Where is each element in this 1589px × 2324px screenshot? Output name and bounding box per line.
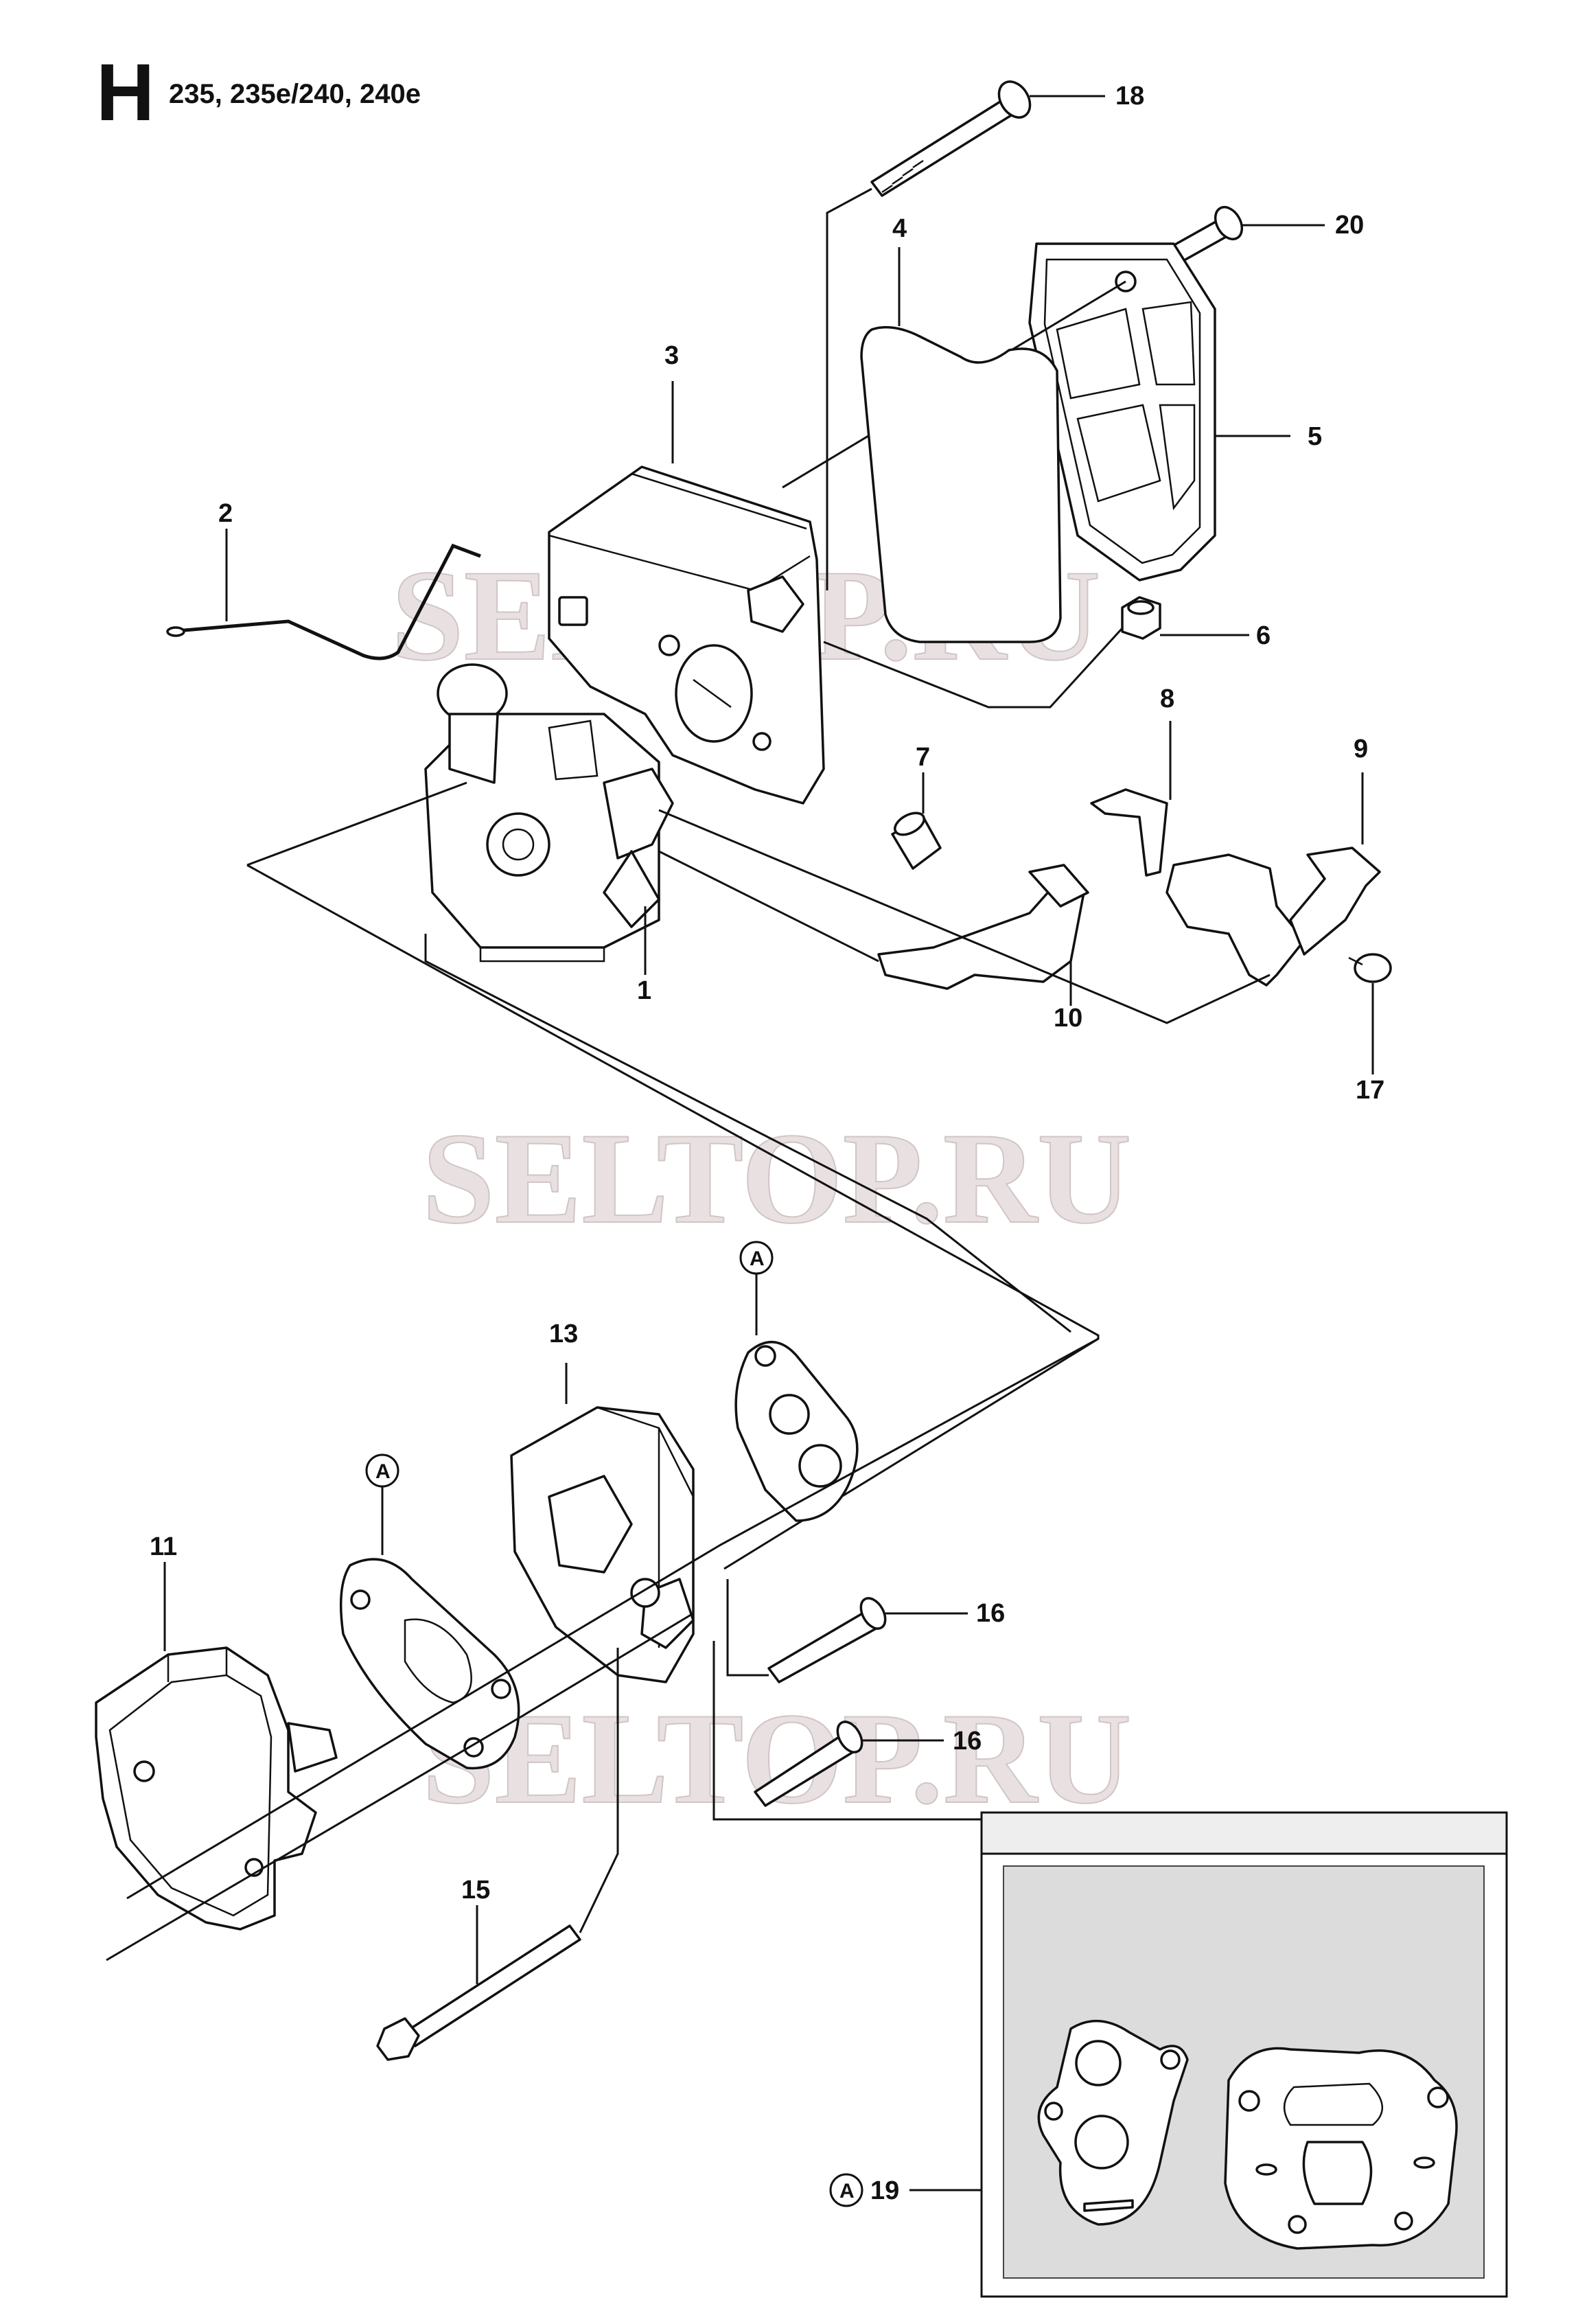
part-13-intake — [510, 1406, 695, 1683]
part-20-screw — [1169, 205, 1244, 264]
marker-a-left-label: A — [375, 1460, 391, 1483]
callout-16a: 16 — [976, 1599, 1005, 1628]
part-8-clip — [1090, 788, 1168, 877]
model-list: 235, 235e/240, 240e — [169, 79, 421, 109]
leader-assembly-3 — [579, 1648, 619, 1933]
callout-1: 1 — [637, 976, 651, 1005]
marker-a-kit — [829, 2173, 863, 2207]
callout-3: 3 — [664, 341, 679, 370]
kit-gasket-large — [1224, 2047, 1458, 2250]
part-10-lever — [877, 864, 1089, 990]
leader-carb-left — [246, 781, 467, 866]
callout-7: 7 — [916, 743, 930, 772]
marker-a-kit-label: A — [839, 2180, 855, 2202]
callout-8: 8 — [1160, 684, 1174, 713]
part-2-throttle-rod — [166, 543, 481, 660]
leader-6-path — [823, 627, 1124, 709]
leader-carb-lever — [658, 850, 879, 963]
kit-gasket-small — [1037, 2020, 1189, 2226]
part-15-bolt — [376, 1924, 581, 2061]
section-letter: H — [96, 47, 154, 138]
callout-2: 2 — [218, 499, 233, 528]
part-6-nut — [1121, 596, 1161, 640]
watermark-3: SELTOP.RU — [422, 1687, 1131, 1831]
part-18-bolt — [870, 80, 1032, 197]
leader-assembly-1 — [106, 1612, 694, 1961]
callout-10: 10 — [1054, 1004, 1082, 1033]
part-17-screw — [1348, 953, 1392, 983]
callout-6: 6 — [1256, 621, 1271, 650]
callout-18: 18 — [1115, 82, 1144, 111]
leader-carb-gasket — [424, 934, 1071, 1333]
callout-19: 19 — [870, 2176, 899, 2205]
part-9-throttle-trigger — [1165, 847, 1381, 987]
marker-a-top-label: A — [750, 1247, 765, 1270]
callout-5: 5 — [1308, 422, 1322, 451]
gasket-kit-box — [980, 1811, 1508, 2298]
part-a-gasket-large — [339, 1558, 520, 1770]
leader-18-path — [826, 187, 872, 590]
part-16-bolt-upper — [767, 1597, 887, 1683]
callout-17: 17 — [1356, 1076, 1384, 1105]
leader-assembly-4 — [712, 1641, 982, 1821]
part-7-spacer — [891, 812, 942, 870]
part-4-air-filter — [860, 325, 1062, 643]
part-3-filter-housing — [548, 465, 825, 805]
callout-15: 15 — [461, 1876, 490, 1905]
callout-16b: 16 — [953, 1727, 982, 1756]
callout-13: 13 — [549, 1320, 578, 1348]
leader-assembly-2 — [126, 1337, 1099, 1900]
leader-carb-trigger — [658, 809, 1271, 1024]
callout-20: 20 — [1335, 211, 1364, 240]
leader-assembly-5 — [726, 1579, 769, 1677]
callout-11: 11 — [150, 1532, 177, 1561]
part-a-gasket-small — [734, 1341, 859, 1522]
watermark-2: SELTOP.RU — [422, 1107, 1131, 1251]
callout-4: 4 — [892, 214, 907, 243]
leader-carb-inlet — [246, 864, 1100, 1570]
part-11-bracket — [95, 1646, 338, 1931]
part-16-bolt-lower — [754, 1721, 863, 1807]
callout-9: 9 — [1354, 735, 1368, 763]
